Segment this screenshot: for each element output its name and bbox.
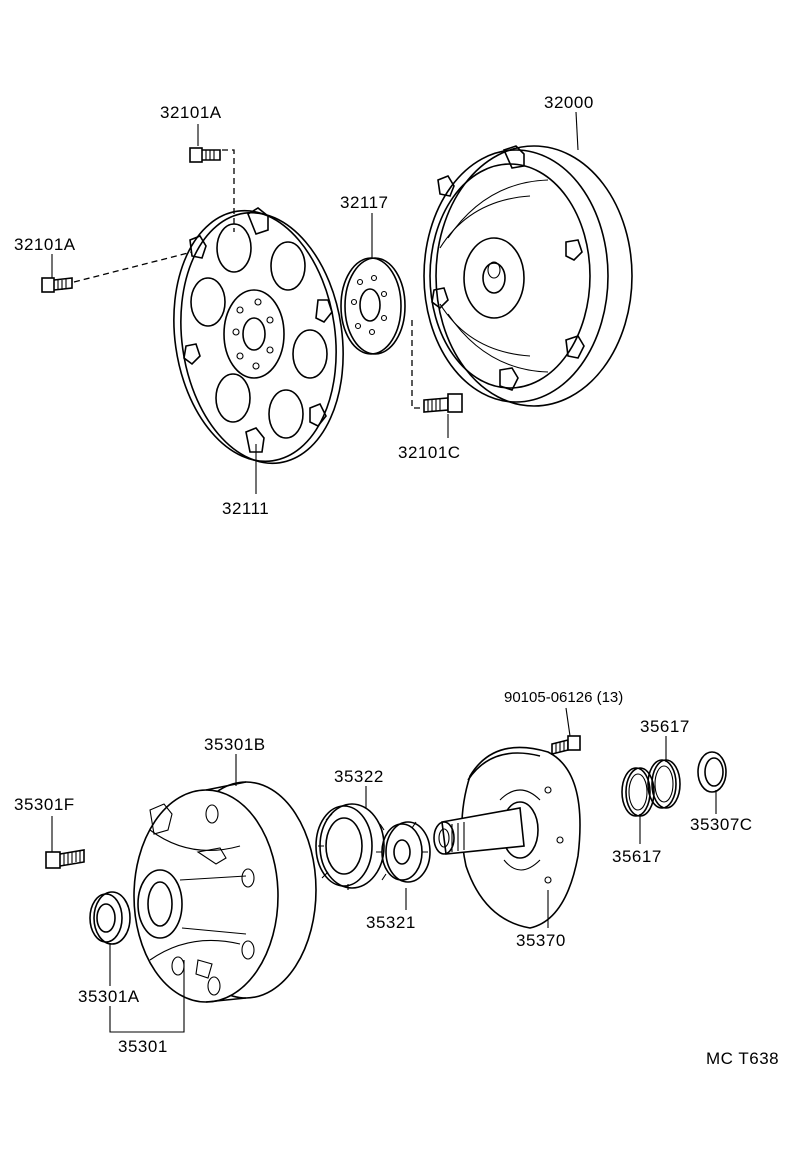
label-32000: 32000 [544,93,594,112]
bolt-35301f [45,849,85,869]
label-35370: 35370 [516,931,566,950]
label-35301a: 35301A [78,987,140,1006]
label-32111: 32111 [222,499,269,518]
label-90105-06126: 90105-06126 (13) [504,689,623,706]
spacer-plate-32117 [340,257,406,355]
stator-shaft-35370 [433,746,581,929]
label-35322: 35322 [334,767,384,786]
drive-plate-32111 [173,207,344,465]
drive-gear-35321 [376,821,431,883]
label-32117: 32117 [340,193,389,212]
driven-gear-35322 [315,803,385,890]
label-35307c: 35307C [690,815,753,834]
label-32101a-left: 32101A [14,235,76,254]
label-35301b: 35301B [204,735,266,754]
label-35321: 35321 [366,913,416,932]
label-diagram-code: MC T638 [706,1049,779,1068]
label-32101c: 32101C [398,443,461,462]
pump-body-35301b [133,781,317,1003]
bolt-32101a-top [189,147,221,163]
bolt-90105-06126 [551,735,581,756]
torque-converter-32000 [423,145,633,407]
seal-ring-35617-b [647,759,681,809]
label-35301f: 35301F [14,795,75,814]
label-35617-top: 35617 [640,717,690,736]
label-35301: 35301 [118,1037,168,1056]
label-35617-bottom: 35617 [612,847,662,866]
bolt-32101a-left [41,277,73,293]
label-32101a-top: 32101A [160,103,222,122]
thrust-washer-35307c [697,751,727,793]
bolt-32101c [423,393,463,413]
oil-seal-35301a [89,891,131,945]
